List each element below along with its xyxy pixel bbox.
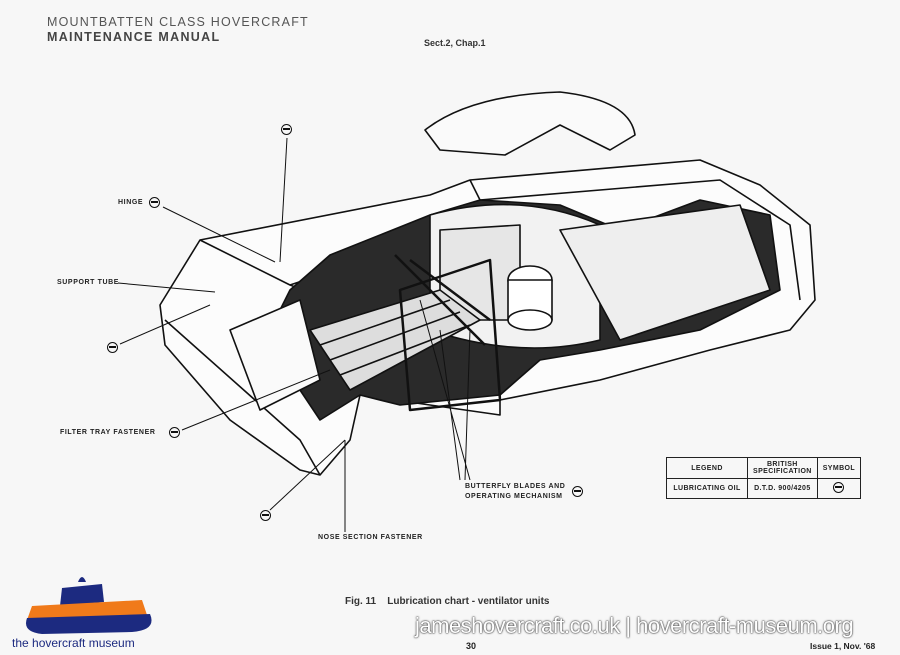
butterfly-frame [398,258,502,412]
leader-line [269,439,346,511]
circle-bar-icon [833,482,845,493]
removed-lid [424,91,636,156]
leader-line [181,369,331,431]
leader-line [279,137,288,263]
legend-item: LUBRICATING OIL [666,478,748,499]
legend-header: LEGEND [666,457,748,479]
leader-line [162,206,276,263]
leader-line [119,304,211,345]
museum-logo-text: the hovercraft museum [12,636,135,650]
casing-edge [469,179,801,301]
legend-symbol-cell [816,478,862,499]
filter-tray [309,289,481,391]
lubrication-point-icon [281,124,292,135]
butterfly-label-line2: OPERATING MECHANISM [465,493,563,500]
lubrication-point-icon [169,427,180,438]
nose-panel [229,299,321,411]
lubrication-point-icon [572,486,583,497]
hovercraft-museum-logo [26,577,152,634]
legend-table: LEGEND BRITISH SPECIFICATION SYMBOL LUBR… [666,457,862,499]
logo-skirt [26,614,152,634]
outlet-duct [559,204,771,341]
symbol-header: SYMBOL [816,457,862,479]
page-number: 30 [466,641,477,651]
lubrication-point-icon [260,510,271,521]
spec-header: BRITISH SPECIFICATION [747,457,818,479]
support-tube-label: SUPPORT TUBE [57,279,120,286]
legend-spec: D.T.D. 900/4205 [747,478,818,499]
issue-date: Issue 1, Nov. '68 [810,641,876,651]
manual-title: MAINTENANCE MANUAL [47,30,221,44]
motor-base [507,309,553,331]
lubrication-point-icon [149,197,160,208]
logo-fin [78,577,86,582]
hinge-label: HINGE [118,199,144,206]
leader-line [117,282,216,293]
figure-caption: Fig. 11 Lubrication chart - ventilator u… [345,596,550,607]
logo-cabin [60,584,104,606]
section-reference: Sect.2, Chap.1 [424,38,486,48]
logo-deck [27,600,147,620]
filter-tray-fastener-label: FILTER TRAY FASTENER [60,429,156,436]
nose-section-fastener-label: NOSE SECTION FASTENER [318,534,423,541]
watermark: jameshovercraft.co.uk | hovercraft-museu… [415,613,854,638]
lubrication-point-icon [107,342,118,353]
manual-series-title: MOUNTBATTEN CLASS HOVERCRAFT [47,15,309,29]
butterfly-label-line1: BUTTERFLY BLADES AND [465,483,566,490]
leader-line [419,299,471,481]
